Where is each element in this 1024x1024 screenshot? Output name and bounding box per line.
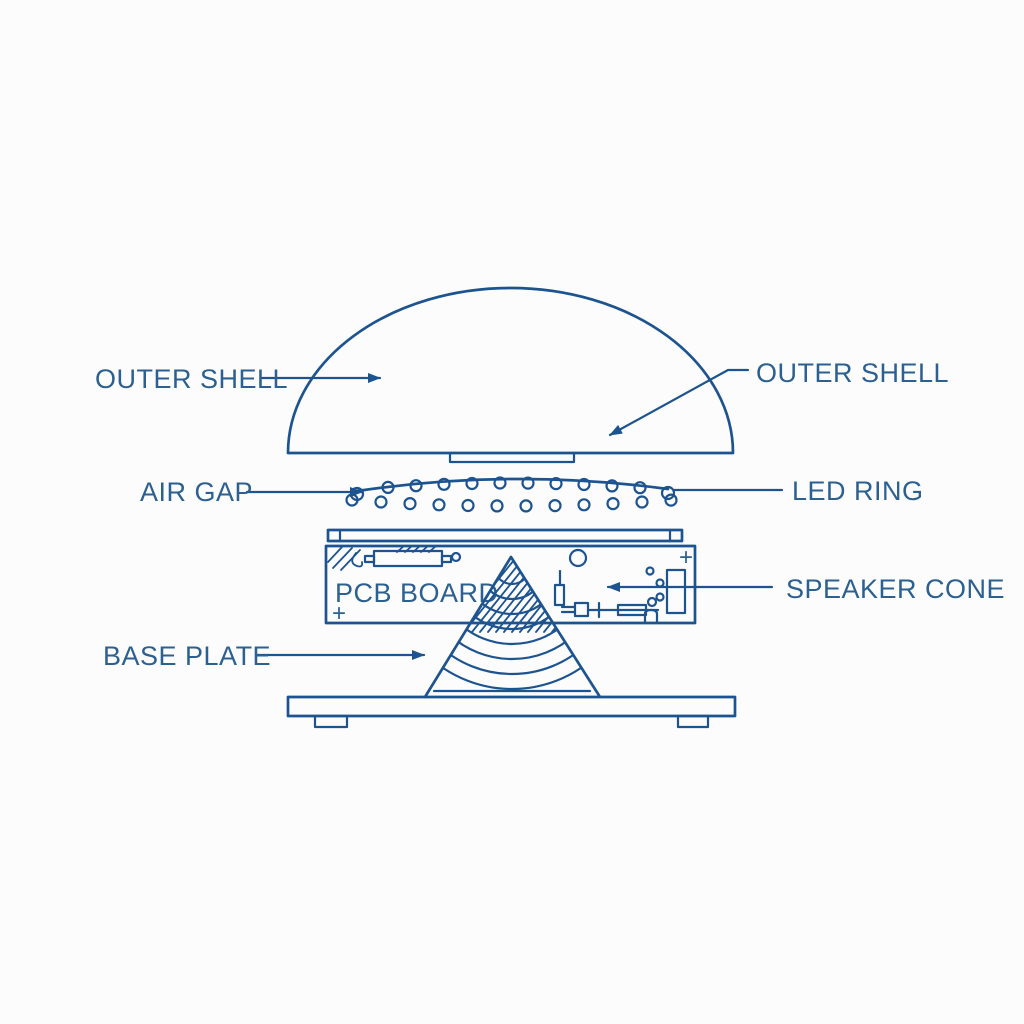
pcb-wiring-chain: [560, 596, 660, 624]
plus-mark-bottom-left: +: [332, 600, 346, 627]
band-right-curl: [660, 485, 676, 501]
pcb-board-box: + + PCB BOARD: [324, 544, 697, 627]
led-ring-band: [345, 476, 678, 513]
led-row-bottom: [345, 493, 678, 513]
base-plate-label: BASE PLATE: [103, 641, 271, 671]
outer-shell-dome: [286, 286, 735, 464]
plus-mark-top-right: +: [679, 544, 693, 571]
pcb-hole-large: [568, 548, 588, 568]
base-foot-left: [313, 714, 349, 729]
outer-shell-left-label: OUTER SHELL: [95, 364, 288, 394]
dome-bottom-tab: [448, 451, 576, 464]
ic-component: [665, 568, 687, 615]
led-row-top: [381, 476, 647, 495]
pcb-hole-small: [450, 551, 462, 563]
resistor-component: [363, 549, 453, 568]
outer-shell-right-label: OUTER SHELL: [756, 358, 949, 388]
pcb-board-label: PCB BOARD: [335, 578, 499, 608]
pcb-corner-hatch: [327, 546, 361, 571]
speaker-cone-label: SPEAKER CONE: [786, 574, 1005, 604]
base-plate-shape: [286, 695, 737, 729]
pcb-squiggle: [351, 552, 364, 568]
pcb-right-components: [645, 566, 687, 615]
outer-shell-right-arrow: [608, 368, 750, 437]
base-foot-right: [676, 714, 710, 729]
air-gap-label: AIR GAP: [140, 477, 253, 507]
capacitor-component: [553, 569, 566, 607]
pcb-top-plate: [326, 528, 684, 543]
led-ring-label: LED RING: [792, 476, 924, 506]
